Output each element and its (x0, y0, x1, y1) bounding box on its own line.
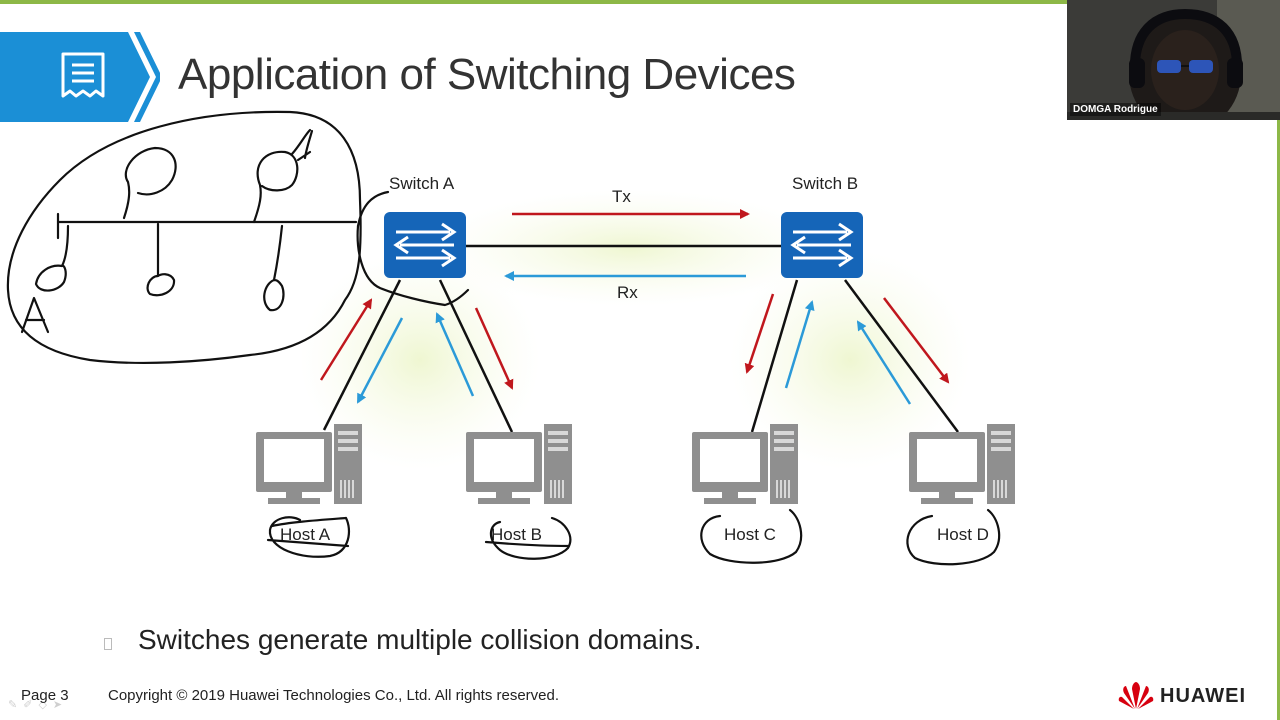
link-switch-a-host-a (322, 279, 402, 431)
link-switch-b-host-d (843, 279, 960, 433)
host-b-label: Host B (491, 525, 542, 544)
host-a-rx-arrow (356, 317, 404, 404)
host-c-tx-arrow (744, 293, 775, 374)
host-b-rx-arrow (435, 312, 475, 397)
host-a-tx-arrow (319, 298, 373, 381)
host-d-rx-arrow (856, 320, 912, 405)
bullet-marker (104, 638, 112, 650)
huawei-logo-text: HUAWEI (1160, 684, 1246, 707)
participant-name: DOMGA Rodrigue (1070, 103, 1161, 116)
title-badge (0, 32, 160, 122)
highlighter-icon[interactable]: ✐ (23, 699, 33, 711)
switch-a-icon (382, 210, 468, 280)
host-c-rx-arrow (784, 300, 815, 389)
host-b-computer-icon (466, 424, 572, 504)
copyright-text: Copyright © 2019 Huawei Technologies Co.… (108, 687, 560, 704)
host-d-tx-arrow (883, 297, 950, 384)
host-d-computer-icon (909, 424, 1015, 504)
huawei-logo: HUAWEI (1118, 681, 1246, 711)
handwritten-annotation (6, 110, 1001, 566)
eraser-icon[interactable]: ◇ (38, 699, 47, 711)
host-c-computer-icon (692, 424, 798, 504)
host-c-label: Host C (724, 525, 776, 544)
link-switch-b-host-c (750, 279, 799, 433)
right-accent-line (1277, 120, 1280, 720)
host-a-label: Host A (280, 525, 331, 544)
pen-icon[interactable]: ✎ (8, 699, 18, 711)
host-d-label: Host D (937, 525, 989, 544)
top-accent-line (0, 0, 1067, 4)
host-a-computer-icon (256, 424, 362, 504)
huawei-petals-icon (1118, 682, 1154, 709)
switch-b-icon (779, 210, 865, 280)
document-icon (61, 52, 105, 98)
page-number: Page 3 (21, 687, 69, 704)
participant-video-frame (1067, 0, 1280, 120)
link-switch-a-host-b (438, 279, 514, 433)
switch-a-label: Switch A (389, 174, 455, 193)
host-b-tx-arrow (474, 307, 514, 390)
tx-label: Tx (612, 187, 631, 206)
annotation-toolbar[interactable]: ✎ ✐ ◇ ➤ (8, 698, 62, 711)
pointer-icon[interactable]: ➤ (52, 699, 63, 711)
bullet-text: Switches generate multiple collision dom… (138, 624, 702, 655)
participant-video[interactable]: DOMGA Rodrigue (1067, 0, 1280, 120)
switch-b-label: Switch B (792, 174, 858, 193)
bullet-item: Switches generate multiple collision dom… (104, 624, 701, 656)
page-title: Application of Switching Devices (178, 50, 796, 99)
rx-label: Rx (617, 283, 638, 302)
